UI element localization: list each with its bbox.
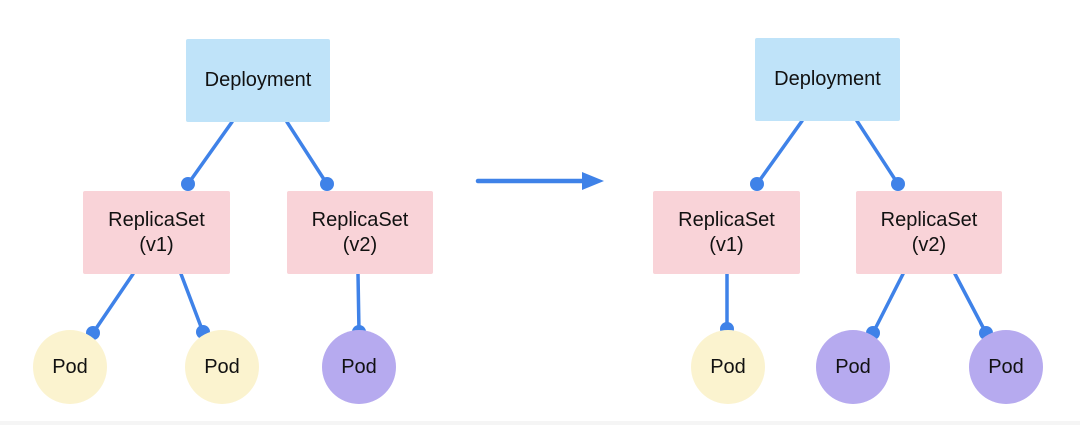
right-pod-1-node: Pod bbox=[691, 330, 765, 404]
left-replicaset-v2-name: ReplicaSet bbox=[311, 208, 409, 231]
right-pod-2-label: Pod bbox=[835, 355, 871, 378]
connector-right-rs2-pod3 bbox=[953, 272, 988, 335]
right-replicaset-v2-name: ReplicaSet bbox=[880, 208, 978, 231]
right-pod-3-node: Pod bbox=[969, 330, 1043, 404]
right-pod-1-label: Pod bbox=[710, 355, 746, 378]
connector-left-rs1-pod1 bbox=[91, 272, 135, 335]
right-deployment-node: Deployment bbox=[755, 38, 900, 121]
left-replicaset-v1-version: (v1) bbox=[139, 233, 174, 256]
left-replicaset-v1-name: ReplicaSet bbox=[108, 208, 205, 231]
left-replicaset-v1-node: ReplicaSet (v1) bbox=[83, 191, 230, 274]
right-replicaset-v1-node: ReplicaSet (v1) bbox=[653, 191, 800, 274]
left-pod-3-node: Pod bbox=[322, 330, 396, 404]
left-replicaset-v2-node: ReplicaSet (v2) bbox=[287, 191, 433, 274]
connector-right-deployment-rs1 bbox=[755, 119, 804, 186]
connector-left-deployment-rs1 bbox=[186, 120, 234, 186]
left-pod-1-label: Pod bbox=[52, 355, 88, 378]
right-pod-2-node: Pod bbox=[816, 330, 890, 404]
left-pod-2-label: Pod bbox=[204, 355, 240, 378]
transition-arrow-icon bbox=[475, 172, 604, 190]
connector-endpoint-dot bbox=[750, 177, 764, 191]
right-replicaset-v2-version: (v2) bbox=[911, 233, 947, 256]
left-deployment-label: Deployment bbox=[204, 69, 312, 91]
right-replicaset-v1-name: ReplicaSet bbox=[678, 208, 775, 231]
right-replicaset-v1-version: (v1) bbox=[709, 233, 744, 256]
screenshot-bottom-edge bbox=[0, 421, 1080, 425]
left-pod-1-node: Pod bbox=[33, 330, 107, 404]
left-replicaset-v2-version: (v2) bbox=[342, 233, 378, 256]
right-pod-3-label: Pod bbox=[988, 355, 1024, 378]
connector-endpoint-dot bbox=[181, 177, 195, 191]
connector-right-rs2-pod2 bbox=[871, 272, 905, 335]
connector-left-deployment-rs2 bbox=[285, 120, 329, 186]
left-pod-2-node: Pod bbox=[185, 330, 259, 404]
left-deployment-node: Deployment bbox=[186, 39, 330, 122]
left-pod-3-label: Pod bbox=[341, 355, 377, 378]
connector-left-rs2-pod3 bbox=[356, 272, 361, 334]
connector-left-rs1-pod2 bbox=[179, 272, 205, 334]
right-deployment-label: Deployment bbox=[774, 68, 881, 90]
connector-right-deployment-rs2 bbox=[855, 119, 900, 186]
right-replicaset-v2-node: ReplicaSet (v2) bbox=[856, 191, 1002, 274]
connector-endpoint-dot bbox=[891, 177, 905, 191]
connector-endpoint-dot bbox=[320, 177, 334, 191]
